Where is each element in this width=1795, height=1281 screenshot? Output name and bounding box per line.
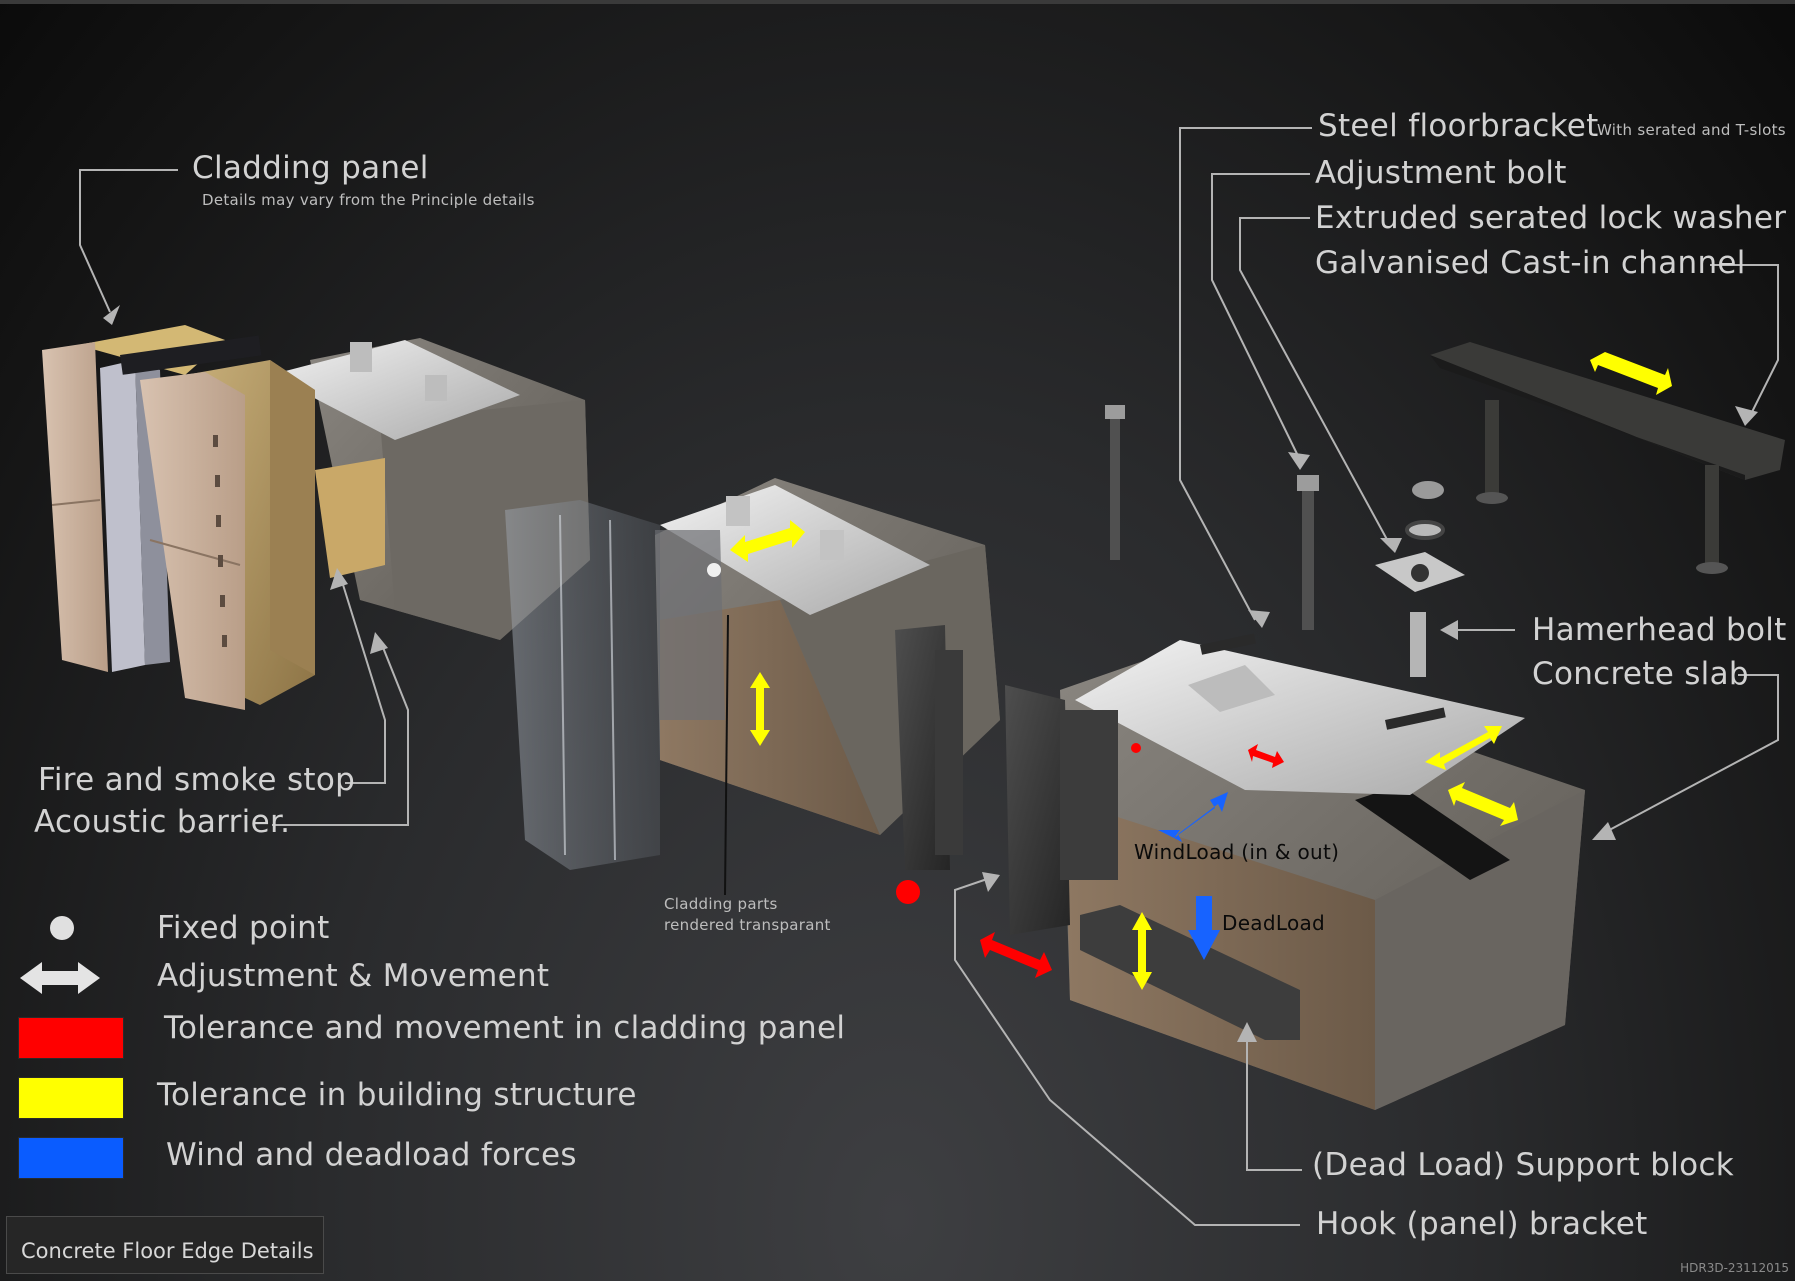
adjustment-bolt — [1302, 480, 1314, 630]
leader-lines — [79, 127, 1779, 1226]
hammerhead-bolt — [1410, 612, 1426, 677]
leader-fire-stop — [339, 574, 386, 784]
legend-fixed-point-icon — [50, 916, 74, 940]
left-assembly — [42, 325, 590, 710]
label-fire-smoke-stop: Fire and smoke stop — [38, 762, 356, 798]
legend-adjustment-label: Adjustment & Movement — [157, 958, 550, 994]
leader-steel-floorbracket — [1179, 127, 1312, 621]
loose-bolt — [1110, 410, 1120, 560]
label-cladding-note: Details may vary from the Principle deta… — [202, 191, 535, 209]
label-transparent-note-1: Cladding parts — [664, 895, 778, 913]
legend-blue-swatch — [18, 1137, 124, 1179]
fire-smoke-stop-1 — [315, 458, 385, 578]
label-hammerhead-bolt: Hamerhead bolt — [1532, 612, 1787, 648]
leader-cast-in-channel — [1710, 264, 1779, 421]
legend-yellow-label: Tolerance in building structure — [157, 1077, 637, 1113]
leader-cladding-panel — [79, 169, 178, 313]
label-adjustment-bolt: Adjustment bolt — [1315, 155, 1567, 191]
legend-adjustment-icon — [20, 962, 100, 994]
washer — [1405, 520, 1445, 540]
footer-title-box: Concrete Floor Edge Details — [6, 1216, 324, 1274]
label-cladding-panel: Cladding panel — [192, 150, 429, 186]
legend-fixed-point-label: Fixed point — [157, 910, 330, 946]
leader-lock-washer — [1239, 217, 1391, 546]
legend-red-swatch — [18, 1017, 124, 1059]
galvanised-cast-in-channel — [1430, 342, 1785, 480]
nut — [1412, 481, 1444, 499]
force-arrows-blue — [1158, 792, 1228, 960]
label-concrete-slab: Concrete slab — [1532, 656, 1749, 692]
dead-load-support-block — [1080, 905, 1300, 1040]
cladding-panel-left — [42, 342, 108, 672]
transparent-cladding — [505, 500, 660, 870]
label-lock-washer: Extruded serated lock washer — [1315, 200, 1787, 236]
label-hook-bracket: Hook (panel) bracket — [1316, 1206, 1648, 1242]
label-transparent-note-2: rendered transparant — [664, 916, 831, 934]
label-support-block: (Dead Load) Support block — [1312, 1147, 1735, 1183]
tolerance-arrows-red — [896, 743, 1284, 978]
label-windload: WindLoad (in & out) — [1134, 840, 1340, 864]
tolerance-arrows-yellow — [730, 352, 1672, 990]
leader-concrete-slab — [1599, 674, 1779, 836]
leader-support-block — [1246, 1030, 1302, 1171]
floor-bracket-plate-1 — [270, 340, 520, 440]
steel-floorbracket — [1075, 640, 1525, 795]
window-top-border — [0, 0, 1795, 4]
label-steel-floorbracket: Steel floorbracket — [1318, 108, 1599, 144]
footer-title: Concrete Floor Edge Details — [21, 1239, 314, 1263]
leader-acoustic-barrier — [272, 639, 409, 826]
leader-arrowheads — [103, 305, 1758, 1042]
fixed-point-dot — [707, 563, 721, 577]
cladding-panel-right — [140, 372, 245, 710]
middle-assembly — [505, 478, 1000, 896]
label-acoustic-barrier: Acoustic barrier. — [34, 804, 291, 840]
legend-yellow-swatch — [18, 1077, 124, 1119]
label-cast-in-channel: Galvanised Cast-in channel — [1315, 245, 1746, 281]
label-deadload: DeadLoad — [1222, 911, 1326, 935]
label-floorbracket-note: With serated and T-slots — [1597, 121, 1786, 139]
legend-blue-label: Wind and deadload forces — [166, 1137, 577, 1173]
leader-hook-bracket — [954, 877, 1300, 1226]
right-assembly — [1005, 342, 1785, 1110]
credit-text: HDR3D-23112015 — [1680, 1261, 1789, 1275]
cast-in-channel-slot — [1355, 785, 1510, 880]
hook-panel-bracket — [1005, 685, 1070, 935]
mullion-1 — [100, 360, 145, 672]
legend-red-label: Tolerance and movement in cladding panel — [164, 1010, 846, 1046]
leader-adjustment-bolt — [1211, 173, 1310, 461]
